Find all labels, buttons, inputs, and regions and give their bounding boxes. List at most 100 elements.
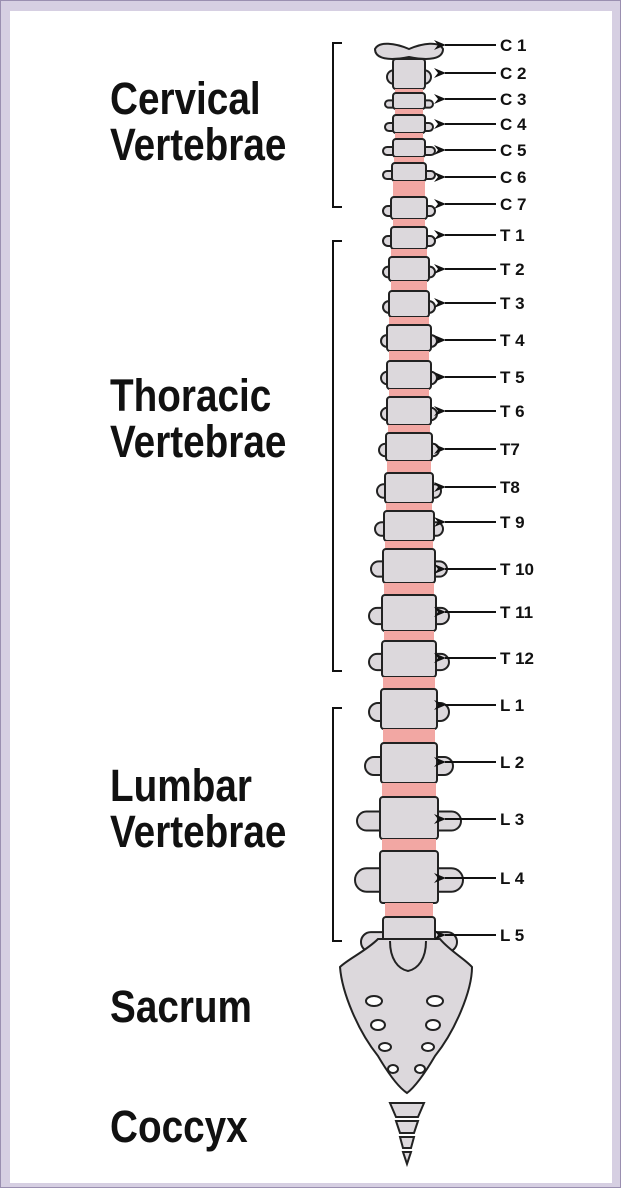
vertebra-label-c2: C 2	[445, 64, 526, 83]
vertebra-label-text: C 3	[500, 90, 526, 109]
vertebra-t4	[381, 317, 437, 351]
intervertebral-disc	[386, 503, 432, 511]
vertebra-label-text: T 12	[500, 649, 534, 668]
vertebra-body	[375, 44, 443, 59]
vertebra-label-text: T 5	[500, 368, 525, 387]
vertebra-t6	[381, 389, 437, 425]
vertebra-body	[382, 641, 436, 677]
vertebra-body	[386, 433, 432, 461]
lumbar-bracket	[333, 708, 342, 941]
intervertebral-disc	[391, 281, 427, 291]
vertebra-label-text: T 2	[500, 260, 525, 279]
vertebra-l4	[355, 839, 463, 903]
vertebra-t5	[381, 351, 437, 389]
vertebra-label-text: L 5	[500, 926, 524, 945]
vertebra-label-t2: T 2	[445, 260, 525, 279]
vertebra-c6	[383, 157, 435, 181]
vertebra-label-text: C 1	[500, 36, 526, 55]
vertebra-label-t10: T 10	[445, 560, 534, 579]
intervertebral-disc	[384, 631, 434, 641]
intervertebral-disc	[385, 541, 433, 549]
vertebra-c4	[385, 109, 433, 133]
spine-column	[355, 44, 463, 961]
vertebra-label-text: C 7	[500, 195, 526, 214]
vertebra-body	[387, 325, 431, 351]
intervertebral-disc	[391, 249, 427, 257]
vertebra-l2	[365, 729, 453, 783]
vertebra-c2	[387, 59, 431, 89]
sacral-foramen	[366, 996, 382, 1006]
vertebra-label-text: L 2	[500, 753, 524, 772]
intervertebral-disc	[382, 783, 436, 797]
vertebra-label-text: T 11	[500, 603, 533, 622]
vertebra-body	[393, 59, 425, 89]
vertebra-label-text: T 1	[500, 226, 525, 245]
coccyx-segment-1	[390, 1103, 424, 1117]
vertebra-label-c5: C 5	[445, 141, 526, 160]
vertebra-label-l1: L 1	[445, 696, 524, 715]
vertebra-c7	[383, 181, 435, 219]
vertebra-label-t7: T7	[445, 440, 520, 459]
cervical-bracket	[333, 43, 342, 207]
sacral-foramen	[426, 1020, 440, 1030]
vertebra-body	[393, 115, 425, 133]
vertebra-body	[387, 361, 431, 389]
vertebra-body	[383, 549, 435, 583]
vertebra-label-text: L 3	[500, 810, 524, 829]
vertebra-label-text: L 1	[500, 696, 524, 715]
intervertebral-disc	[383, 729, 435, 743]
vertebra-label-text: C 6	[500, 168, 526, 187]
intervertebral-disc	[383, 677, 435, 689]
vertebra-label-c6: C 6	[445, 168, 526, 187]
vertebra-label-c3: C 3	[445, 90, 526, 109]
intervertebral-disc	[388, 425, 430, 433]
vertebra-body	[381, 743, 437, 783]
vertebra-t11	[369, 583, 449, 631]
vertebra-label-t5: T 5	[445, 368, 525, 387]
intervertebral-disc	[387, 461, 431, 473]
vertebra-body	[387, 397, 431, 425]
vertebra-body	[380, 797, 438, 839]
vertebra-t1	[383, 219, 435, 249]
vertebra-body	[385, 473, 433, 503]
vertebra-body	[389, 257, 429, 281]
vertebra-label-c1: C 1	[445, 36, 526, 55]
vertebra-label-l2: L 2	[445, 753, 524, 772]
intervertebral-disc	[389, 389, 429, 397]
intervertebral-disc	[389, 317, 429, 325]
vertebra-label-text: C 2	[500, 64, 526, 83]
vertebra-body	[380, 851, 438, 903]
vertebra-label-t9: T 9	[445, 513, 525, 532]
vertebra-label-text: T7	[500, 440, 520, 459]
vertebra-label-t12: T 12	[445, 649, 534, 668]
vertebra-label-c7: C 7	[445, 195, 526, 214]
vertebra-body	[391, 197, 427, 219]
vertebra-label-text: T 10	[500, 560, 534, 579]
sacral-foramen	[379, 1043, 391, 1051]
vertebra-label-text: T 9	[500, 513, 525, 532]
vertebra-label-t6: T 6	[445, 402, 525, 421]
vertebra-label-t4: T 4	[445, 331, 525, 350]
intervertebral-disc	[389, 351, 429, 361]
vertebra-label-t1: T 1	[445, 226, 525, 245]
vertebra-label-text: T8	[500, 478, 520, 497]
vertebra-body	[382, 595, 436, 631]
vertebra-label-t11: T 11	[445, 603, 533, 622]
vertebra-labels: C 1 C 2 C 3 C 4 C 5 C 6 C 7 T 1 T 2 T 3 T 4 T 5 T 6 T…	[445, 36, 534, 945]
vertebra-t3	[383, 281, 435, 317]
intervertebral-disc	[393, 219, 425, 227]
sacral-foramen	[371, 1020, 385, 1030]
vertebra-body	[389, 291, 429, 317]
region-brackets	[333, 43, 342, 941]
vertebra-label-text: T 3	[500, 294, 525, 313]
vertebra-t9	[375, 503, 443, 541]
vertebra-body	[393, 93, 425, 109]
vertebra-label-c4: C 4	[445, 115, 527, 134]
intervertebral-disc	[393, 181, 425, 197]
thoracic-bracket	[333, 241, 342, 671]
vertebra-label-text: C 5	[500, 141, 526, 160]
vertebra-body	[391, 227, 427, 249]
vertebra-label-text: T 6	[500, 402, 525, 421]
sacral-foramen	[388, 1065, 398, 1073]
